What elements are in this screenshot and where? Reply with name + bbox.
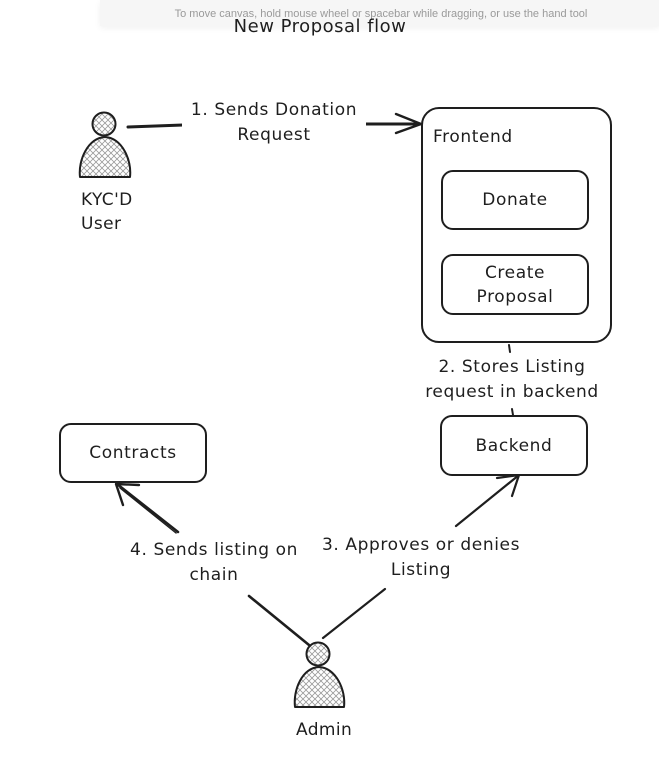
create-proposal-box[interactable]: Create Proposal — [441, 254, 589, 315]
frontend-label: Frontend — [433, 127, 513, 147]
arrow-sends-listing-on-chain[interactable] — [114, 482, 311, 647]
canvas-hint-text: To move canvas, hold mouse wheel or spac… — [174, 8, 588, 20]
step-1-line1: 1. Sends Donation — [190, 100, 358, 120]
user-actor-label: KYC'D User — [81, 188, 133, 236]
admin-actor-label: Admin — [296, 720, 353, 740]
contracts-label: Contracts — [89, 443, 177, 463]
canvas-hint-bar — [100, 0, 659, 26]
step-3-line2: Listing — [390, 560, 452, 580]
step-1-line2: Request — [237, 125, 311, 145]
donate-box[interactable]: Donate — [441, 170, 589, 230]
diagram-title: New Proposal flow — [233, 16, 407, 37]
step-1-label: 1. Sends Donation Request — [182, 98, 366, 148]
step-4-line2: chain — [189, 565, 239, 585]
donate-label: Donate — [482, 190, 548, 210]
create-proposal-line1: Create — [484, 262, 546, 283]
contracts-box[interactable]: Contracts — [59, 423, 207, 483]
create-proposal-label: Create Proposal — [443, 261, 587, 309]
backend-label: Backend — [475, 435, 553, 456]
step-4-label: 4. Sends listing on chain — [122, 538, 306, 588]
step-2-line1: 2. Stores Listing — [438, 357, 586, 377]
step-4-line1: 4. Sends listing on — [130, 540, 298, 560]
user-label-line2: User — [81, 214, 122, 234]
step-3-label: 3. Approves or denies Listing — [313, 533, 529, 583]
user-label-line1: KYC'D — [81, 190, 133, 210]
step-2-line2: request in backend — [425, 382, 599, 402]
user-actor-icon[interactable] — [78, 111, 132, 178]
arrow-stores-listing[interactable] — [508, 344, 514, 416]
step-3-line1: 3. Approves or denies — [321, 535, 521, 555]
step-2-label: 2. Stores Listing request in backend — [420, 355, 604, 405]
create-proposal-line2: Proposal — [476, 286, 554, 307]
admin-actor-icon[interactable] — [293, 641, 346, 708]
backend-box[interactable]: Backend — [440, 415, 588, 476]
